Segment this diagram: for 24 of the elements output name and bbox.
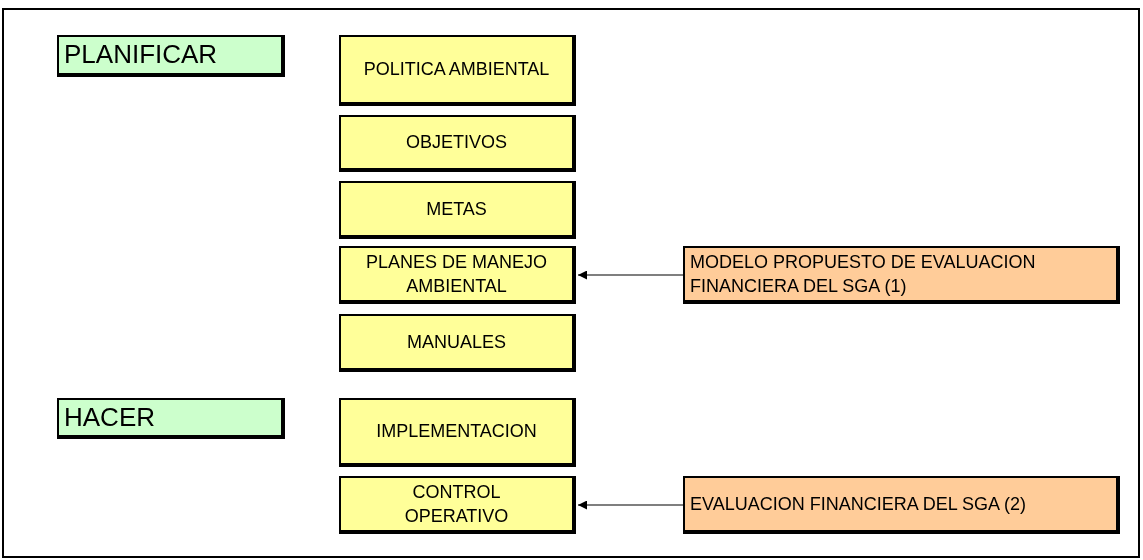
box-text: IMPLEMENTACION <box>376 420 537 444</box>
process-box <box>339 115 576 172</box>
process-box <box>339 314 576 372</box>
process-box <box>339 398 576 467</box>
arrow <box>577 270 684 280</box>
process-box <box>339 181 576 239</box>
phase-label-box <box>57 35 285 77</box>
process-box <box>339 35 576 106</box>
arrow <box>577 500 684 510</box>
process-box <box>339 476 576 534</box>
box-text: METAS <box>426 197 487 221</box>
phase-label-box <box>57 398 285 439</box>
box-text: OBJETIVOS <box>406 131 507 155</box>
box-text: PLANES DE MANEJO AMBIENTAL <box>364 250 548 298</box>
model-box <box>683 476 1120 534</box>
box-text: HACER <box>64 400 155 434</box>
box-text: MODELO PROPUESTO DE EVALUACION FINANCIERA DEL SGA (1) <box>690 250 1037 298</box>
box-text: CONTROL OPERATIVO <box>403 480 510 528</box>
box-text: EVALUACION FINANCIERA DEL SGA (2) <box>690 492 1027 516</box>
model-box <box>683 246 1120 304</box>
box-text: PLANIFICAR <box>64 38 218 72</box>
process-box <box>339 246 576 304</box>
box-text: MANUALES <box>407 330 506 354</box>
box-text: POLITICA AMBIENTAL <box>363 58 550 82</box>
